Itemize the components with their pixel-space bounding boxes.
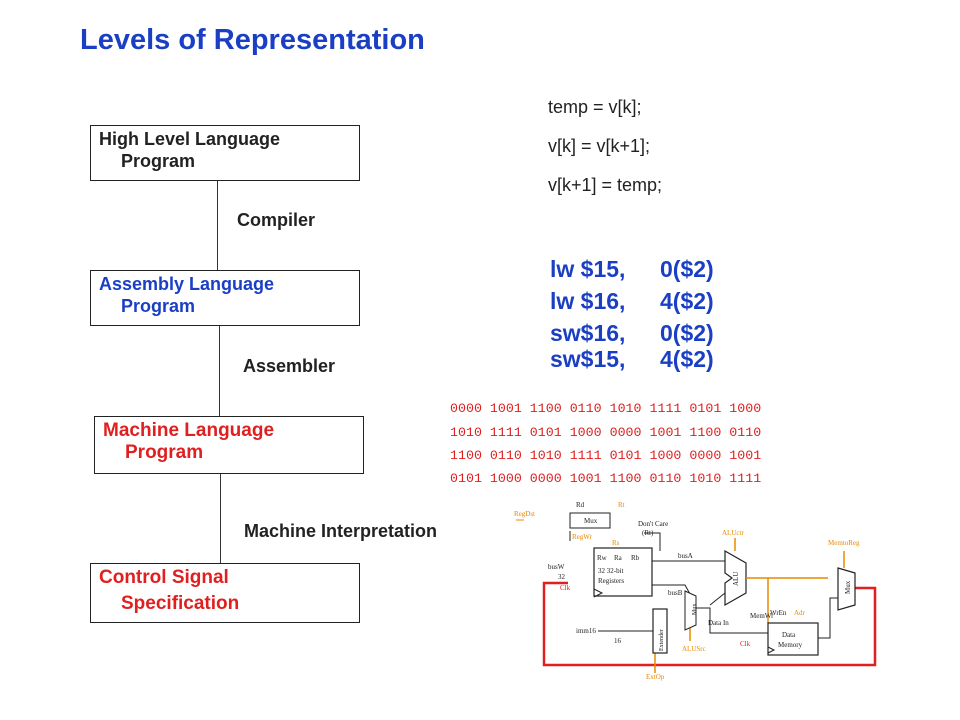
alu-shape — [724, 549, 747, 607]
wire — [644, 532, 661, 551]
register-file — [593, 547, 653, 597]
wire — [696, 607, 768, 634]
mux-shape — [684, 590, 697, 631]
level-label: Assembly Language — [99, 274, 275, 294]
rs-label: Rs — [612, 539, 620, 547]
machine-code-line: 1100 0110 1010 1111 0101 1000 0000 1001 — [450, 448, 762, 463]
ra-label: Ra — [614, 554, 623, 562]
level-box-high-level: High Level Language Program — [90, 125, 360, 181]
machine-code-line: 0101 1000 0000 1001 1100 0110 1010 1111 — [450, 471, 762, 486]
alu-label: ALU — [732, 572, 740, 586]
assembly-op: lw $15, — [550, 256, 626, 282]
wire — [818, 597, 838, 639]
rw-label: Rw — [597, 554, 608, 562]
assembly-op: lw $16, — [550, 288, 626, 314]
assembly-code-line: lw $15, 0($2) — [550, 256, 714, 283]
clk-label: Clk — [560, 584, 571, 592]
level-box-control-signal: Control Signal Specification — [90, 563, 360, 623]
assembly-code-line: lw $16, 4($2) — [550, 288, 714, 315]
datapath-diagram: Mux RegDst Rd Rt Don't Care (Rt) ALUctr … — [514, 501, 877, 681]
level-box-machine: Machine Language Program — [94, 416, 364, 474]
page-title: Levels of Representation — [80, 24, 425, 56]
machine-code-line: 0000 1001 1100 0110 1010 1111 0101 1000 — [450, 401, 762, 416]
regwr-label: RegWr — [572, 533, 593, 541]
rb-label: Rb — [631, 554, 640, 562]
level-label: High Level Language — [99, 129, 281, 149]
data-memory — [767, 622, 819, 656]
assembly-arg: 0($2) — [660, 256, 714, 282]
level-label: Control Signal — [99, 567, 229, 588]
mux-label: Mux — [844, 580, 852, 594]
clock-triangle — [767, 646, 776, 654]
width-label: 32 — [558, 573, 566, 581]
connector-line — [220, 474, 221, 563]
assembly-code-line: sw$15, 4($2) — [550, 346, 714, 373]
busb-label: busB — [668, 589, 683, 597]
level-box-assembly: Assembly Language Program — [90, 270, 360, 326]
memwr-label: MemWr — [750, 612, 774, 620]
step-label-machine-interpretation: Machine Interpretation — [244, 521, 438, 541]
regfile-label: Registers — [598, 577, 624, 585]
imm16-label: imm16 — [576, 627, 596, 635]
assembly-op: sw$16, — [550, 320, 626, 346]
step-label-compiler: Compiler — [237, 210, 316, 230]
writeback-wire — [542, 581, 877, 667]
level-label: Program — [121, 296, 196, 316]
wren-label: WrEn — [770, 609, 787, 617]
step-label-assembler: Assembler — [243, 356, 336, 376]
busa-label: busA — [678, 552, 693, 560]
connector-line — [217, 181, 218, 270]
connector-line — [219, 326, 220, 416]
memtoreg-label: MemtoReg — [828, 539, 860, 547]
assembly-arg: 4($2) — [660, 346, 714, 372]
alusrc-label: ALUSrc — [682, 645, 706, 653]
level-label: Program — [125, 442, 204, 463]
dontcare-rt-label: (Rt) — [642, 529, 654, 537]
imm-width-label: 16 — [614, 637, 622, 645]
high-level-code-line: v[k] = v[k+1]; — [548, 136, 651, 156]
regdst-label: RegDst — [514, 510, 535, 518]
aluctr-label: ALUctr — [722, 529, 744, 537]
assembly-arg: 0($2) — [660, 320, 714, 346]
rd-label: Rd — [576, 501, 585, 509]
wire — [709, 592, 726, 606]
busw-label: busW — [548, 563, 565, 571]
level-label: Machine Language — [103, 420, 275, 441]
mux-label: Mux — [584, 517, 598, 525]
mux-label: Mux — [692, 604, 698, 615]
data-memory-label: Memory — [778, 641, 803, 649]
assembly-arg: 4($2) — [660, 288, 714, 314]
high-level-code-line: v[k+1] = temp; — [548, 175, 663, 195]
dontcare-label: Don't Care — [638, 520, 668, 528]
rt-label: Rt — [618, 501, 625, 509]
extop-label: ExtOp — [646, 673, 665, 681]
regfile-label: 32 32-bit — [598, 567, 624, 575]
extender-label: Extender — [659, 629, 665, 651]
level-label: Program — [121, 151, 196, 171]
mux-shape — [569, 512, 611, 529]
high-level-code-line: temp = v[k]; — [548, 97, 642, 117]
assembly-code-line: sw$16, 0($2) — [550, 320, 714, 347]
clock-triangle — [593, 588, 604, 598]
data-memory-label: Data — [782, 631, 796, 639]
level-label: Specification — [121, 593, 240, 614]
machine-code-line: 1010 1111 0101 1000 0000 1001 1100 0110 — [450, 425, 762, 440]
mux-shape — [837, 567, 856, 611]
data-in-label: Data In — [708, 619, 729, 627]
clk-label: Clk — [740, 640, 751, 648]
assembly-op: sw$15, — [550, 346, 626, 372]
adr-label: Adr — [794, 609, 806, 617]
